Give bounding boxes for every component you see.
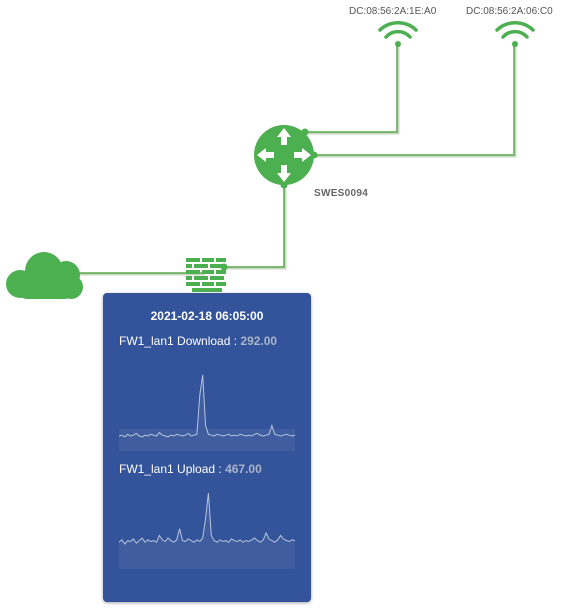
wifi-icon[interactable]	[378, 21, 418, 47]
traffic-info-panel: 2021-02-18 06:05:00 FW1_lan1 Download : …	[103, 293, 311, 602]
ap-label-1: DC:08:56:2A:1E:A0	[349, 6, 437, 17]
upload-sparkline-line	[119, 492, 295, 545]
panel-timestamp: 2021-02-18 06:05:00	[150, 309, 264, 323]
download-sparkline-area	[119, 375, 295, 443]
download-label: FW1_lan1 Download :	[119, 334, 241, 348]
download-sparkline	[119, 374, 295, 451]
router-label: SWES0094	[314, 188, 369, 199]
download-value: 292.00	[240, 334, 278, 348]
upload-label: FW1_lan1 Upload :	[119, 462, 226, 476]
download-sparkline-line	[119, 374, 295, 438]
ap-label-2: DC:08:56:2A:06:C0	[466, 6, 553, 17]
upload-value: 467.00	[225, 462, 262, 476]
firewall-icon[interactable]	[186, 258, 226, 292]
cloud-icon[interactable]	[6, 252, 83, 299]
link-router-ap1[interactable]	[306, 44, 400, 135]
upload-metric: FW1_lan1 Upload : 467.00	[119, 462, 262, 476]
link-router-ap2[interactable]	[315, 44, 517, 158]
router-icon[interactable]	[254, 125, 314, 185]
upload-sparkline-area	[119, 493, 295, 561]
wifi-icon[interactable]	[495, 21, 535, 47]
download-metric: FW1_lan1 Download : 292.00	[119, 334, 277, 348]
upload-sparkline	[119, 492, 295, 569]
link-firewall-router[interactable]	[226, 186, 287, 270]
